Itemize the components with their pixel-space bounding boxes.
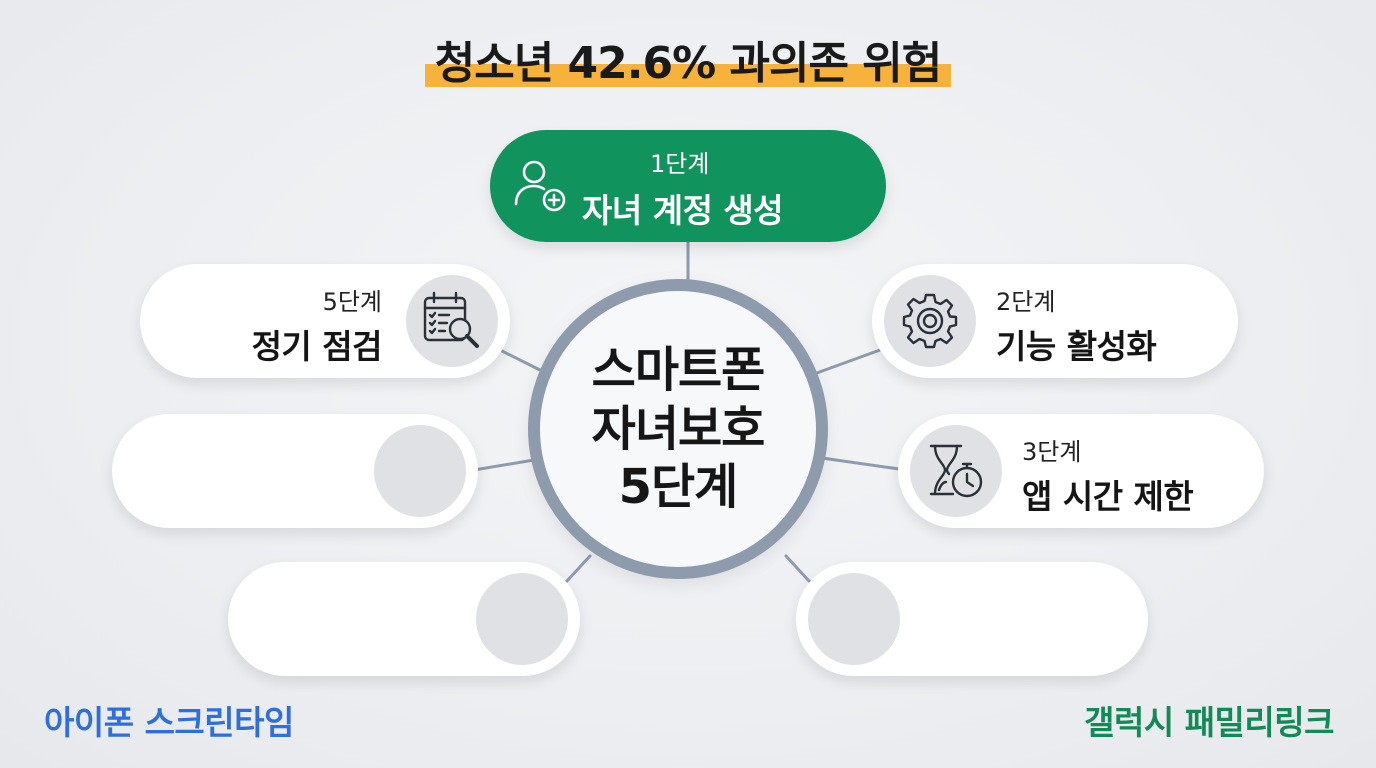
placeholder-circle <box>476 573 568 665</box>
center-line3: 5단계 <box>618 459 739 516</box>
footer-galaxy-label: 갤럭시 패밀리링크 <box>1084 703 1334 742</box>
step1-label: 자녀 계정 생성 <box>582 191 784 230</box>
empty-step-pill-bottom-left <box>228 562 580 676</box>
user-add-icon <box>508 154 572 218</box>
calendar-search-icon <box>406 275 498 367</box>
center-hub: 스마트폰 자녀보호 5단계 <box>528 279 828 579</box>
connector-empty-b <box>564 554 592 584</box>
step1-pill: 1단계 자녀 계정 생성 <box>490 130 886 242</box>
step2-pill: 2단계 기능 활성화 <box>872 264 1238 378</box>
empty-step-pill-left <box>112 414 478 528</box>
connector-step2 <box>812 348 882 376</box>
center-title: 스마트폰 자녀보호 5단계 <box>591 341 766 517</box>
footer-iphone-label: 아이폰 스크린타임 <box>44 703 294 742</box>
page-title: 청소년 42.6% 과의존 위험 <box>424 36 952 90</box>
step5-pill: 5단계 정기 점검 <box>140 264 510 378</box>
center-line1: 스마트폰 <box>591 342 766 399</box>
step5-number: 5단계 <box>322 288 382 316</box>
placeholder-circle <box>808 573 900 665</box>
step3-label: 앱 시간 제한 <box>1022 477 1194 516</box>
step5-label: 정기 점검 <box>251 327 383 366</box>
step2-label: 기능 활성화 <box>996 327 1157 366</box>
hourglass-stopwatch-icon <box>910 425 1002 517</box>
step2-number: 2단계 <box>996 288 1056 316</box>
placeholder-circle <box>374 425 466 517</box>
center-line2: 자녀보호 <box>591 400 766 457</box>
gear-icon <box>884 275 976 367</box>
connector-step3 <box>820 456 908 472</box>
step3-pill: 3단계 앱 시간 제한 <box>898 414 1264 528</box>
step1-number: 1단계 <box>650 150 710 178</box>
title-area: 청소년 42.6% 과의존 위험 <box>0 36 1376 90</box>
empty-step-pill-bottom-right <box>796 562 1148 676</box>
step3-number: 3단계 <box>1022 438 1082 466</box>
connector-empty-c <box>784 554 812 584</box>
connector-empty-a <box>472 458 536 472</box>
